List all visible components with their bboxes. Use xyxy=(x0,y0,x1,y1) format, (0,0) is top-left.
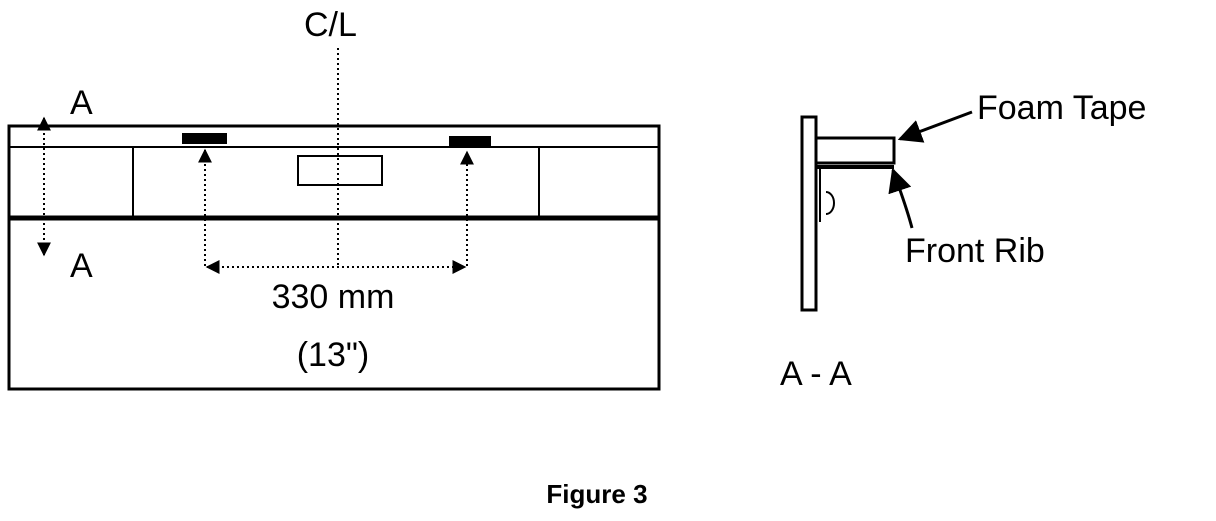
dimension-inch-label: (13") xyxy=(297,336,370,374)
foam-tape-pad-left xyxy=(182,133,227,144)
section-view: Foam Tape Front Rib A - A xyxy=(780,89,1146,393)
center-cutout xyxy=(297,155,383,186)
dimension-mm-label: 330 mm xyxy=(272,278,395,316)
centerline-label: C/L xyxy=(304,6,357,44)
front-view: C/L A A 330 mm (13") xyxy=(7,6,661,391)
figure-caption: Figure 3 xyxy=(546,479,647,509)
front-rib-leader xyxy=(888,167,914,229)
section-view-label: A - A xyxy=(780,355,852,393)
foam-tape-pad-right xyxy=(449,136,491,147)
foam-tape-section xyxy=(814,136,896,165)
rib-clip-curve xyxy=(825,191,835,215)
foam-tape-label: Foam Tape xyxy=(977,89,1146,127)
panel-outline xyxy=(7,124,661,391)
foam-tape-leader xyxy=(897,110,973,143)
section-label-top: A xyxy=(70,84,93,122)
panel-section xyxy=(800,115,818,312)
section-label-bottom: A xyxy=(70,247,93,285)
front-rib-label: Front Rib xyxy=(905,232,1045,270)
